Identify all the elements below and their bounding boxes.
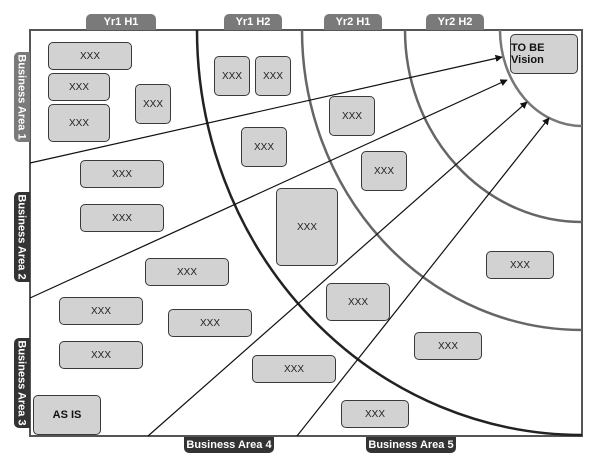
initiative-box: XXX xyxy=(241,127,287,167)
initiative-box: XXX xyxy=(214,56,250,96)
header-yr2-h1: Yr2 H1 xyxy=(324,14,382,30)
initiative-box: XXX xyxy=(329,96,375,136)
initiative-box: XXX xyxy=(135,84,171,124)
header-business-area-3: Business Area 3 xyxy=(14,338,30,428)
arrow-business-area-2 xyxy=(29,79,508,299)
initiative-box: XXX xyxy=(59,297,143,325)
initiative-box: XXX xyxy=(168,309,252,337)
header-business-area-2: Business Area 2 xyxy=(14,192,30,282)
initiative-box: XXX xyxy=(414,332,482,360)
arc-yr2-h2-boundary xyxy=(498,29,583,128)
arc-yr1-h1-boundary xyxy=(195,29,583,437)
as-is-box: AS IS xyxy=(33,395,101,435)
initiative-box: XXX xyxy=(59,341,143,369)
header-business-area-2-label: Business Area 2 xyxy=(16,194,29,280)
initiative-box: XXX xyxy=(80,160,164,188)
header-yr1-h1: Yr1 H1 xyxy=(86,14,156,30)
initiative-box: XXX xyxy=(276,188,338,266)
initiative-box: XXX xyxy=(341,400,409,428)
header-business-area-1: Business Area 1 xyxy=(14,52,30,142)
to-be-vision-box: TO BE Vision xyxy=(510,34,578,74)
initiative-box: XXX xyxy=(361,151,407,191)
arrow-business-area-1 xyxy=(29,54,503,164)
initiative-box: XXX xyxy=(48,42,132,70)
header-business-area-5: Business Area 5 xyxy=(366,437,456,453)
arc-yr2-h1-boundary xyxy=(403,29,583,224)
header-business-area-1-label: Business Area 1 xyxy=(16,54,29,140)
arrow-business-area-5 xyxy=(296,117,550,437)
initiative-box: XXX xyxy=(145,258,229,286)
initiative-box: XXX xyxy=(326,283,390,321)
initiative-box: XXX xyxy=(252,355,336,383)
arc-yr1-h2-boundary xyxy=(300,29,583,332)
initiative-box: XXX xyxy=(80,204,164,232)
header-yr1-h2: Yr1 H2 xyxy=(224,14,282,30)
initiative-box: XXX xyxy=(48,104,110,142)
header-business-area-4: Business Area 4 xyxy=(184,437,274,453)
arrow-business-area-4 xyxy=(147,101,528,437)
initiative-box: XXX xyxy=(486,251,554,279)
initiative-box: XXX xyxy=(255,56,291,96)
initiative-box: XXX xyxy=(48,73,110,101)
header-yr2-h2: Yr2 H2 xyxy=(426,14,484,30)
header-business-area-3-label: Business Area 3 xyxy=(16,340,29,426)
